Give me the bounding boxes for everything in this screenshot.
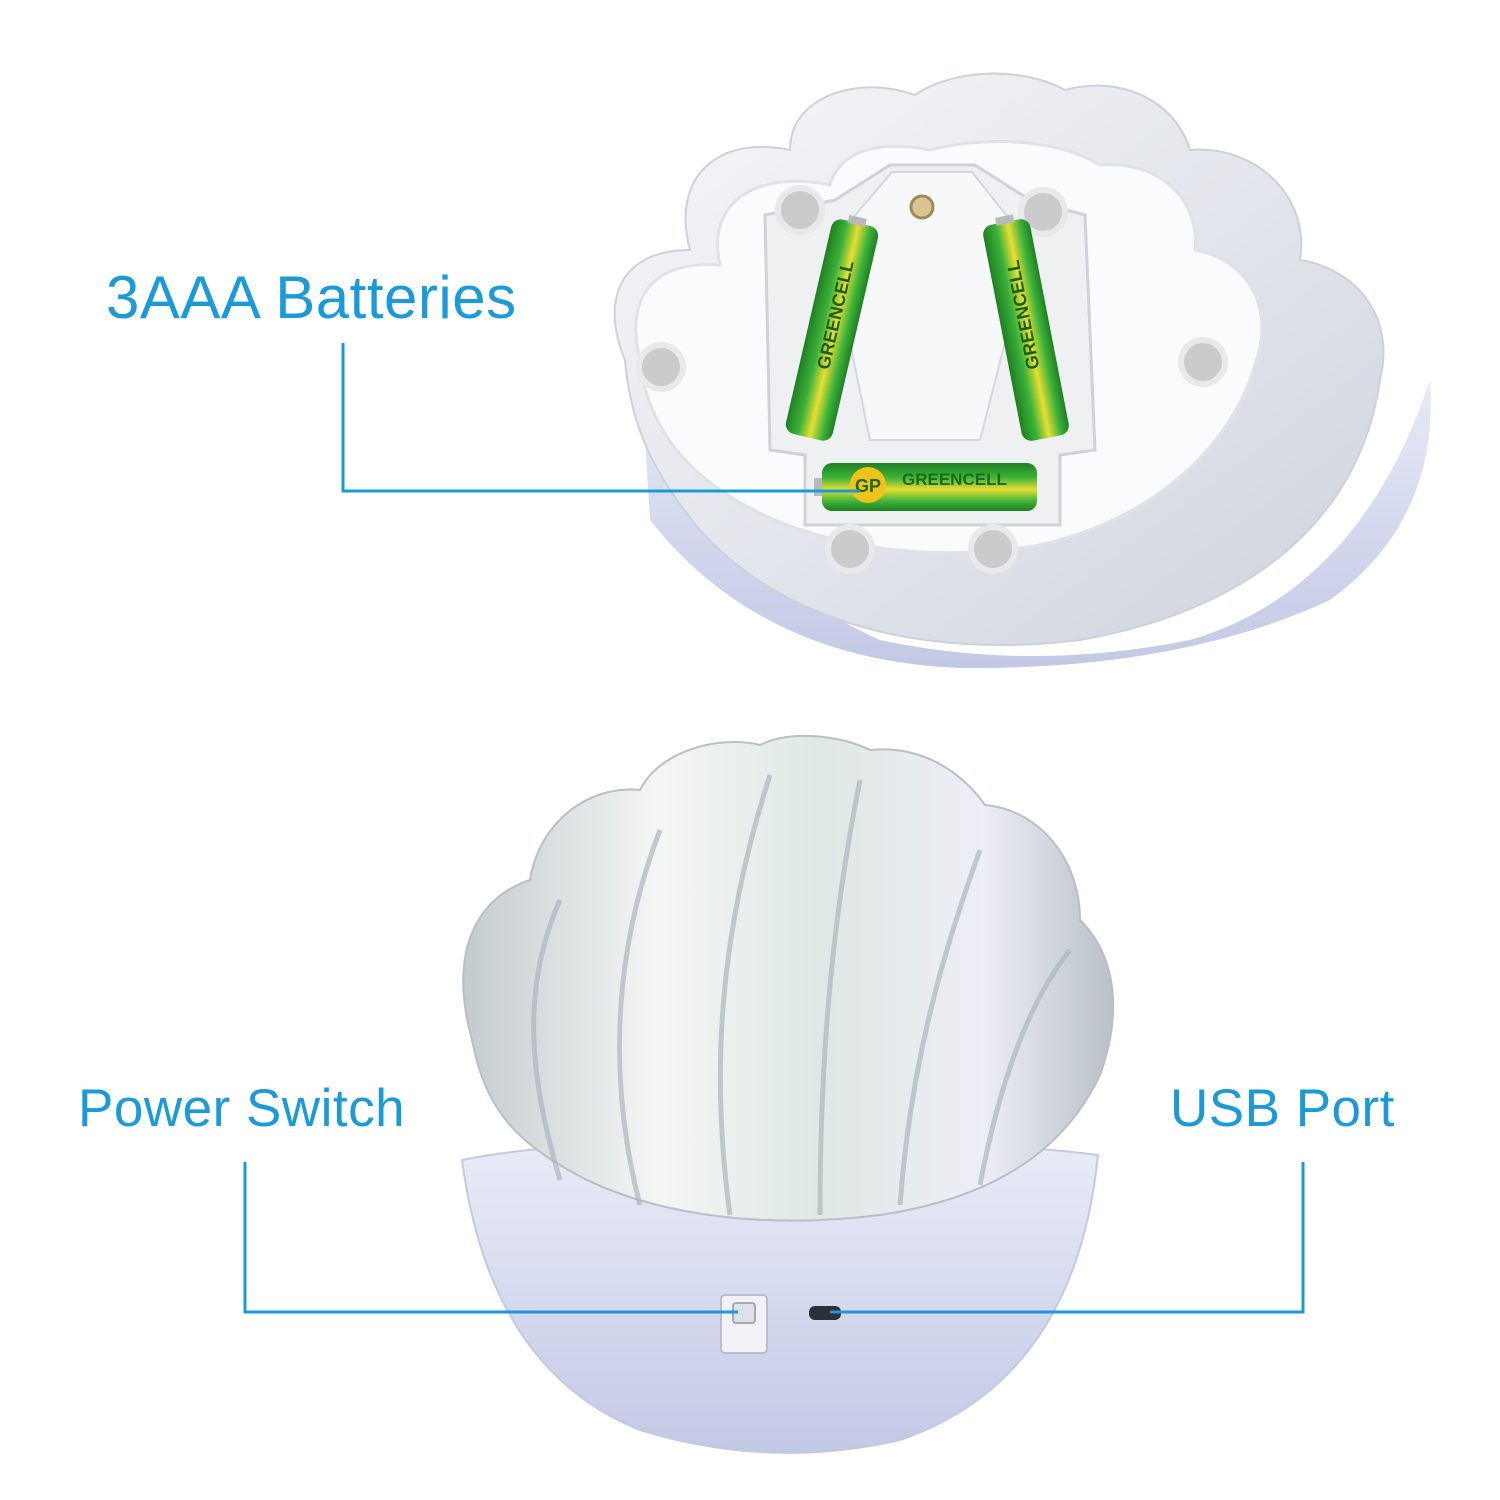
usb-port	[809, 1306, 841, 1320]
power-switch-callout-label: Power Switch	[78, 1079, 406, 1138]
batteries-callout-label: 3AAA Batteries	[106, 264, 517, 331]
batteries-leader-line	[341, 343, 860, 493]
usb-port-callout-label: USB Port	[1170, 1079, 1395, 1138]
battery-bottom: GP GREENCELL	[814, 463, 1037, 511]
battery-left: GREENCELL	[785, 214, 879, 441]
battery-right: GREENCELL	[983, 214, 1069, 441]
power-switch-leader-line	[243, 1162, 738, 1314]
shell-front-view	[460, 735, 1115, 1454]
callout-lines	[243, 343, 1305, 1314]
svg-text:GP: GP	[855, 476, 881, 496]
usb-port-leader-line	[830, 1162, 1305, 1314]
shell-back-view: GREENCELL GREENCELL GP GREENCELL	[613, 72, 1431, 669]
svg-text:GREENCELL: GREENCELL	[902, 470, 1007, 489]
